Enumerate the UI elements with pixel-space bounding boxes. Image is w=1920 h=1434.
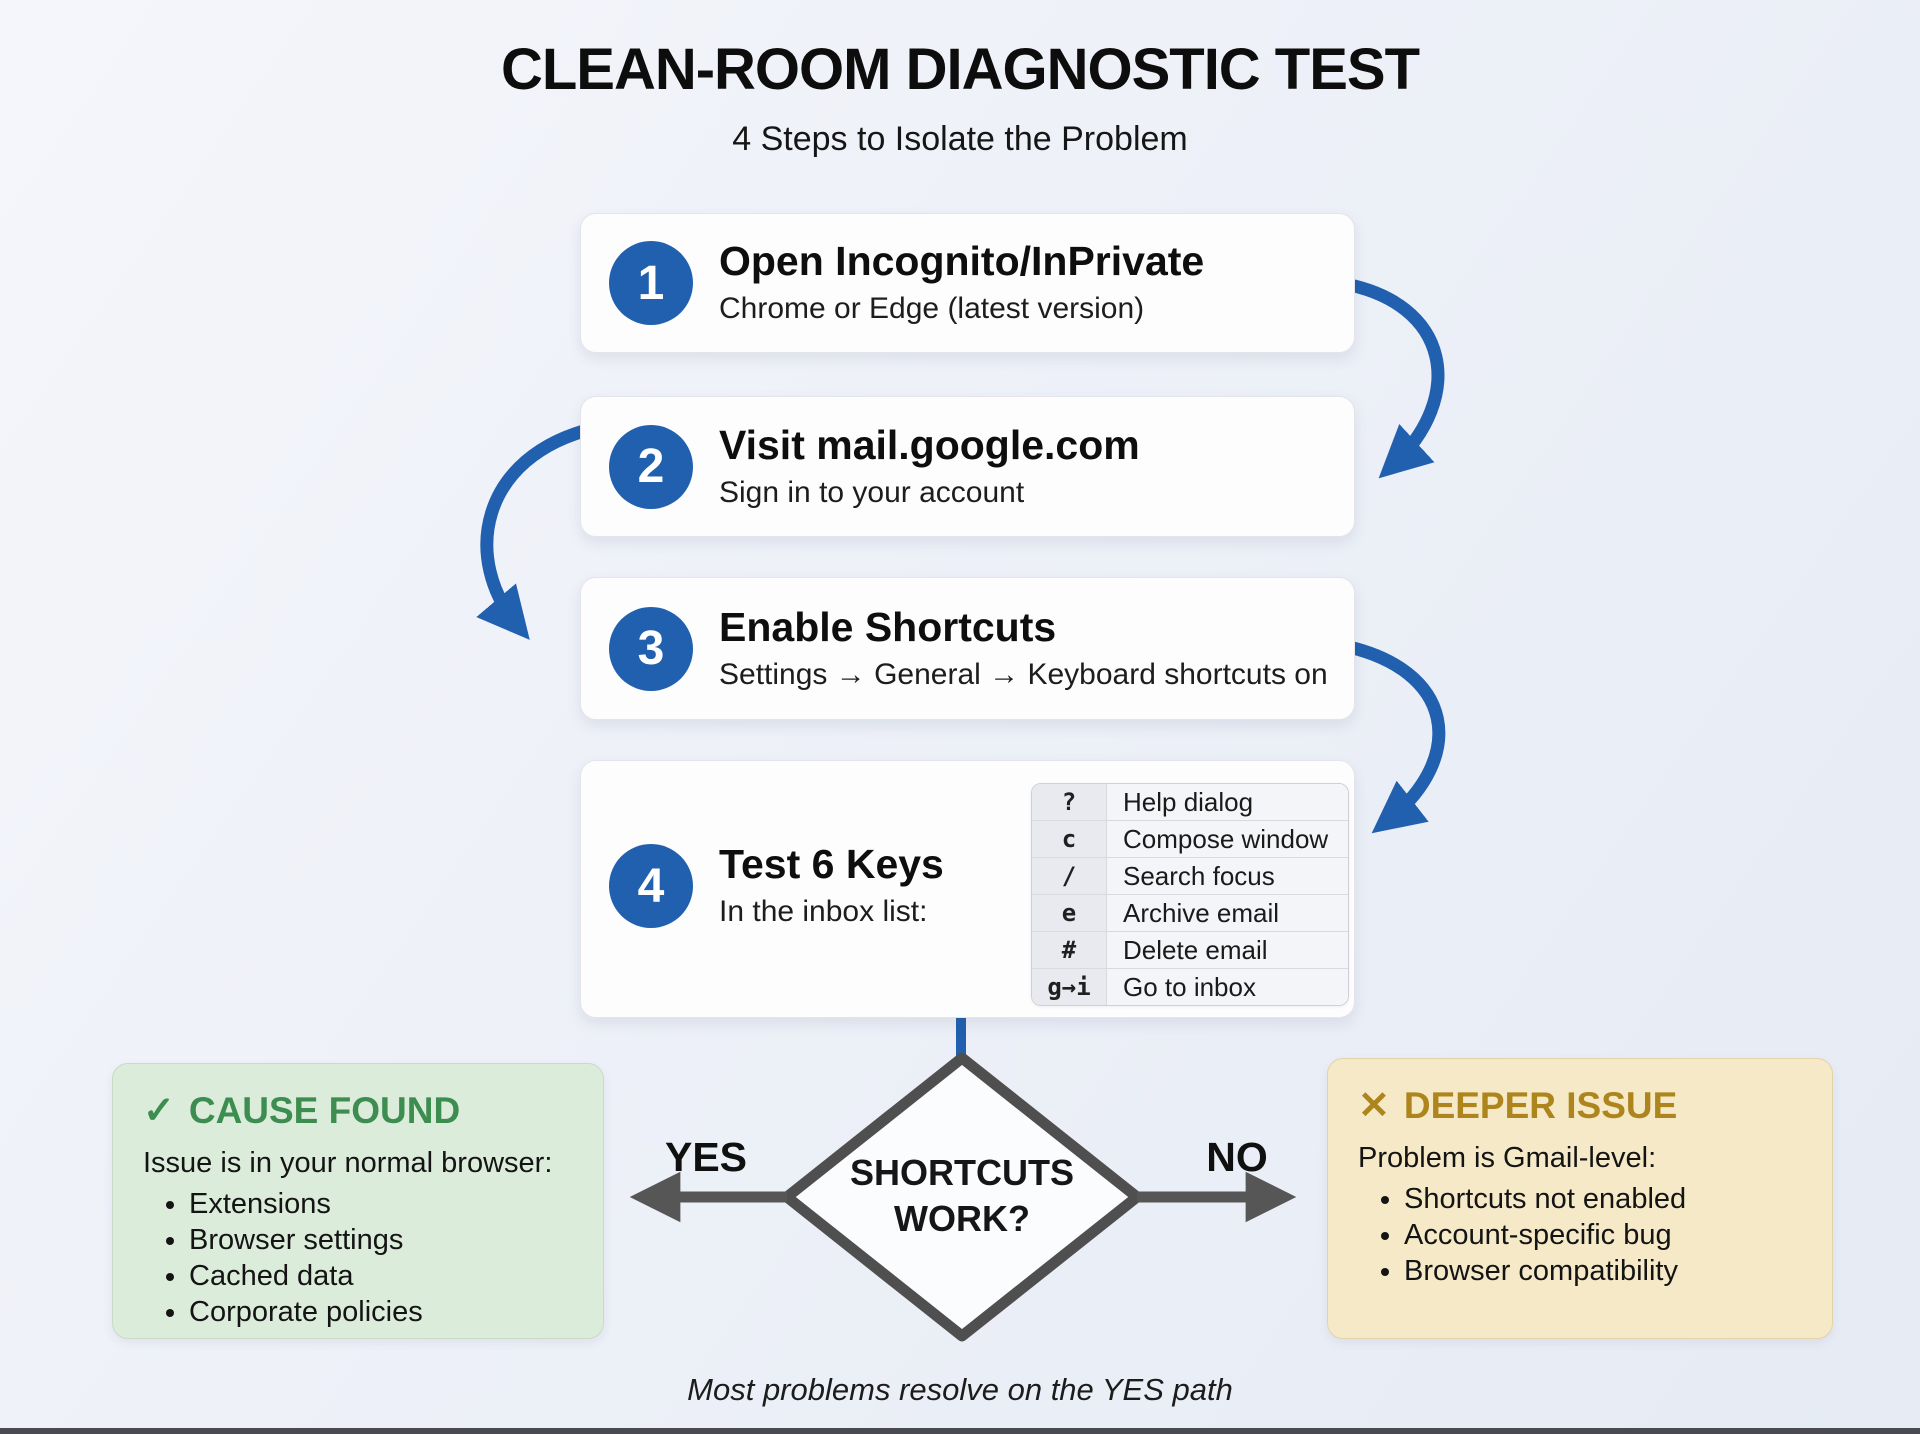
step-3-subtitle: Settings → General → Keyboard shortcuts …: [719, 657, 1328, 691]
step-card-1: 1 Open Incognito/InPrivate Chrome or Edg…: [580, 213, 1355, 353]
step-2-title: Visit mail.google.com: [719, 421, 1140, 468]
step-3-number: 3: [637, 622, 665, 675]
step-1-number: 1: [637, 256, 665, 310]
step-2-number: 2: [637, 440, 665, 493]
key-cell: /: [1032, 858, 1107, 894]
deeper-issue-list: Shortcuts not enabled Account-specific b…: [1358, 1181, 1802, 1289]
step-1-number-badge: 1: [609, 241, 693, 325]
decision-question: SHORTCUTS WORK?: [812, 1150, 1112, 1242]
cause-found-heading-text: CAUSE FOUND: [188, 1089, 461, 1131]
cause-found-list: Extensions Browser settings Cached data …: [143, 1186, 573, 1330]
arrow-step2-to-step3: [476, 421, 602, 640]
step-card-4: 4 Test 6 Keys In the inbox list: ? Help …: [580, 760, 1355, 1018]
table-row: e Archive email: [1032, 894, 1348, 931]
step-1-title: Open Incognito/InPrivate: [719, 238, 1205, 284]
step-2-subtitle: Sign in to your account: [719, 475, 1025, 509]
deeper-issue-intro: Problem is Gmail-level:: [1358, 1142, 1657, 1174]
action-cell: Help dialog: [1107, 784, 1348, 820]
key-cell: e: [1032, 895, 1107, 931]
step-3-title: Enable Shortcuts: [719, 603, 1057, 650]
key-cell: g→i: [1032, 969, 1107, 1005]
list-item: Corporate policies: [189, 1294, 573, 1330]
step-1-subtitle: Chrome or Edge (latest version): [719, 292, 1145, 325]
x-icon: ✕: [1358, 1085, 1390, 1127]
yes-branch-label: YES: [664, 1134, 748, 1180]
deeper-issue-heading-text: DEEPER ISSUE: [1403, 1084, 1678, 1126]
deeper-issue-box: ✕ DEEPER ISSUE Problem is Gmail-level: S…: [1327, 1058, 1833, 1339]
step-4-number: 4: [637, 859, 665, 913]
decision-diamond: [781, 1052, 1143, 1342]
step-4-subtitle: In the inbox list:: [719, 895, 928, 928]
list-item: Browser compatibility: [1404, 1253, 1802, 1289]
action-cell: Delete email: [1107, 932, 1348, 968]
arrow-step3-to-step4: [1333, 638, 1446, 834]
list-item: Extensions: [189, 1186, 573, 1222]
action-cell: Go to inbox: [1107, 969, 1348, 1005]
table-row: c Compose window: [1032, 820, 1348, 857]
list-item: Account-specific bug: [1404, 1217, 1802, 1253]
step-4-title: Test 6 Keys: [719, 841, 944, 887]
no-branch-label: NO: [1206, 1134, 1268, 1180]
step-2-number-badge: 2: [609, 424, 693, 509]
list-item: Shortcuts not enabled: [1404, 1181, 1802, 1217]
step-card-2: 2 Visit mail.google.com Sign in to your …: [580, 396, 1355, 537]
arrow-step1-to-step2: [1333, 276, 1445, 479]
list-item: Browser settings: [189, 1222, 573, 1258]
key-cell: ?: [1032, 784, 1107, 820]
decision-question-line1: SHORTCUTS: [850, 1152, 1074, 1193]
shortcut-key-table: ? Help dialog c Compose window / Search …: [1031, 783, 1349, 1006]
action-cell: Archive email: [1107, 895, 1348, 931]
step-3-text: Enable Shortcuts Settings → General → Ke…: [719, 603, 1328, 695]
step-4-number-badge: 4: [609, 844, 693, 928]
list-item: Cached data: [189, 1258, 573, 1294]
cause-found-intro: Issue is in your normal browser:: [143, 1147, 553, 1179]
key-cell: #: [1032, 932, 1107, 968]
step-1-text: Open Incognito/InPrivate Chrome or Edge …: [719, 237, 1204, 329]
checkmark-icon: ✓: [143, 1090, 175, 1132]
step-card-3: 3 Enable Shortcuts Settings → General → …: [580, 577, 1355, 720]
action-cell: Search focus: [1107, 858, 1348, 894]
action-cell: Compose window: [1107, 821, 1348, 857]
cause-found-heading: ✓ CAUSE FOUND: [143, 1088, 573, 1133]
step-3-number-badge: 3: [609, 606, 693, 691]
page-title: CLEAN-ROOM DIAGNOSTIC TEST: [500, 37, 1420, 102]
step-4-text: Test 6 Keys In the inbox list:: [719, 840, 944, 932]
decision-question-line2: WORK?: [894, 1198, 1030, 1239]
table-row: / Search focus: [1032, 857, 1348, 894]
bottom-edge-strip: [0, 1428, 1920, 1434]
footer-note: Most problems resolve on the YES path: [687, 1372, 1233, 1407]
table-row: g→i Go to inbox: [1032, 968, 1348, 1005]
key-cell: c: [1032, 821, 1107, 857]
table-row: # Delete email: [1032, 931, 1348, 968]
deeper-issue-heading: ✕ DEEPER ISSUE: [1358, 1083, 1802, 1128]
table-row: ? Help dialog: [1032, 784, 1348, 820]
cause-found-box: ✓ CAUSE FOUND Issue is in your normal br…: [112, 1063, 604, 1339]
page-subtitle: 4 Steps to Isolate the Problem: [732, 120, 1188, 158]
step-2-text: Visit mail.google.com Sign in to your ac…: [719, 421, 1140, 513]
